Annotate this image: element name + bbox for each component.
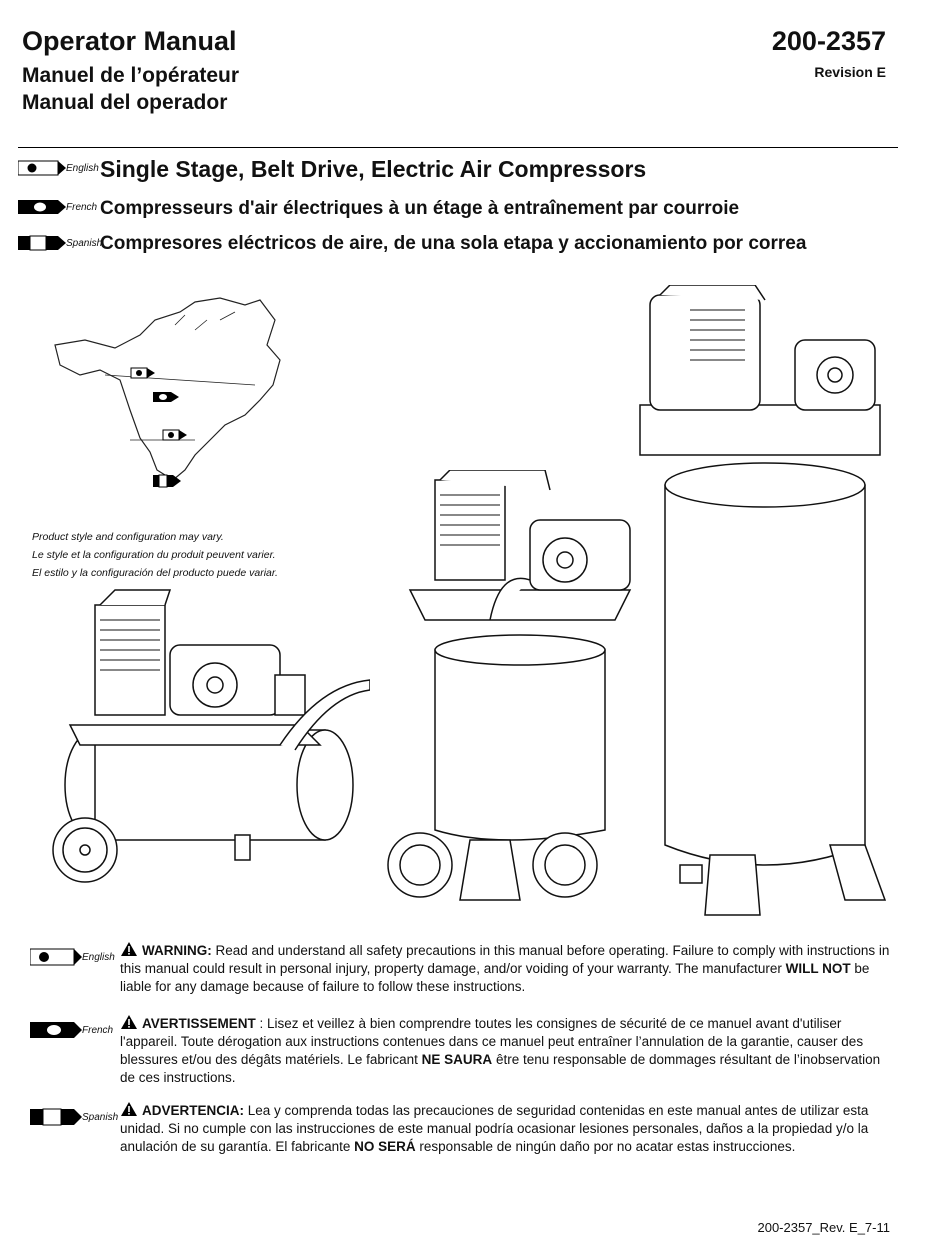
flag-spanish: Spanish <box>18 235 102 251</box>
flag-label-english: English <box>66 162 99 174</box>
flag-label-spanish: Spanish <box>82 1111 119 1123</box>
product-title-spanish: Compresores eléctricos de aire, de una s… <box>100 233 807 254</box>
french-flag-icon <box>30 1022 82 1038</box>
map-flag-french <box>153 392 179 402</box>
disclaimer-spanish: El estilo y la configuración del product… <box>32 567 278 579</box>
title-english: Operator Manual <box>22 26 237 56</box>
warning-text: responsable de ningún daño por no acatar… <box>415 1139 796 1154</box>
warning-triangle-icon <box>121 1015 137 1029</box>
french-flag-icon <box>18 200 66 214</box>
spanish-flag-icon <box>30 1108 82 1126</box>
warning-text: Read and understand all safety precautio… <box>120 943 890 976</box>
warning-spanish: ADVERTENCIA: Lea y comprenda todas las p… <box>120 1101 895 1156</box>
disclaimer-english: Product style and configuration may vary… <box>32 531 224 543</box>
flag-english: English <box>18 160 99 176</box>
warning-emphasis: NO SERÁ <box>354 1139 416 1154</box>
warning-flag-english: English <box>30 948 115 966</box>
flag-label-french: French <box>66 201 98 213</box>
flag-label-english: English <box>82 951 115 963</box>
footer-document-code: 200-2357_Rev. E_7-11 <box>757 1220 890 1235</box>
flag-label-spanish: Spanish <box>66 237 103 249</box>
warning-flag-spanish: Spanish <box>30 1108 118 1126</box>
product-title-english: Single Stage, Belt Drive, Electric Air C… <box>100 156 647 182</box>
flag-french: French <box>18 199 97 215</box>
horizontal-compressor-illustration <box>52 589 370 883</box>
product-title-french: Compresseurs d'air électriques à un étag… <box>100 198 740 219</box>
warning-text: be liable for any damage because of fail… <box>120 961 870 994</box>
title-french: Manuel de l’opérateur <box>22 64 240 87</box>
warning-triangle-icon <box>121 942 137 956</box>
warning-french: AVERTISSEMENT : Lisez et veillez à bien … <box>120 1014 895 1087</box>
warning-flag-french: French <box>30 1021 113 1039</box>
english-flag-icon <box>30 948 82 966</box>
warning-triangle-icon <box>121 1102 137 1116</box>
warning-label: AVERTISSEMENT <box>142 1016 256 1031</box>
warning-english: WARNING: Read and understand all safety … <box>120 941 895 996</box>
warning-label: ADVERTENCIA: <box>142 1103 245 1118</box>
document-number: 200-2357 <box>771 26 886 56</box>
warning-emphasis: NE SAURA <box>421 1052 493 1067</box>
warning-label: WARNING: <box>142 943 212 958</box>
spanish-flag-icon <box>18 235 66 251</box>
map-flag-spanish <box>153 474 181 488</box>
warning-text: être tenu responsable de dommages résult… <box>120 1052 881 1085</box>
warning-text: Lea y comprenda todas las precauciones d… <box>120 1103 869 1154</box>
revision-label: Revision E <box>814 64 886 80</box>
english-flag-icon <box>18 160 66 176</box>
map-flag-english <box>130 367 155 379</box>
disclaimer-french: Le style et la configuration du produit … <box>32 549 276 561</box>
title-spanish: Manual del operador <box>22 91 228 114</box>
portable-vertical-compressor-illustration <box>387 470 632 901</box>
warning-text: : Lisez et veillez à bien comprendre tou… <box>120 1016 864 1067</box>
flag-label-french: French <box>82 1024 114 1036</box>
warning-emphasis: WILL NOT <box>785 961 851 976</box>
stationary-vertical-compressor-illustration <box>639 285 887 916</box>
map-flag-english-us <box>162 429 187 441</box>
header-divider <box>18 147 898 148</box>
north-america-map <box>54 297 281 488</box>
